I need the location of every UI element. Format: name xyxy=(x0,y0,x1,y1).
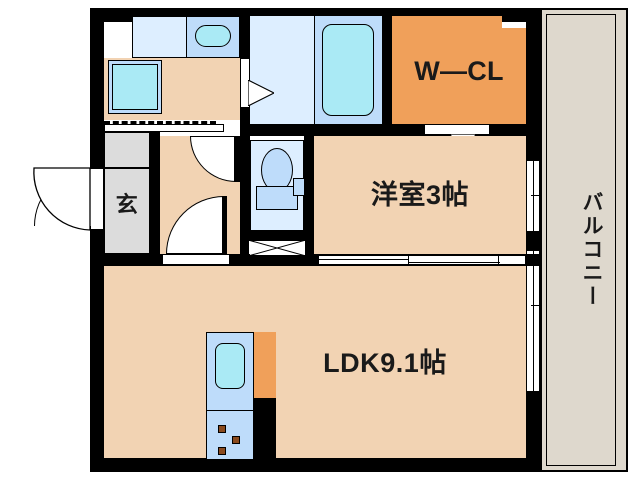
kitchen-counter-divider xyxy=(206,410,254,411)
bathroom-floor xyxy=(250,16,314,124)
toilet-vent-x-icon xyxy=(248,240,306,256)
wall-right-mid-pier xyxy=(526,232,540,250)
walk-in-closet-label: W—CL xyxy=(414,56,504,86)
wall-toilet-bottom xyxy=(240,230,310,240)
ldk-label: LDK9.1帖 xyxy=(323,348,447,378)
wall-right-lower xyxy=(526,392,540,472)
sliding-door-ldk-mullion xyxy=(533,250,534,392)
sliding-door-bedroom-mullion xyxy=(533,160,534,232)
genkan-shoe-box xyxy=(104,132,150,168)
entrance-door-arc-icon xyxy=(33,167,91,231)
stove-burner-1 xyxy=(218,425,226,433)
sliding-leaf-line-1 xyxy=(318,259,408,260)
bedroom-ldk-sliding-door[interactable] xyxy=(318,255,526,265)
ldk-floor xyxy=(104,266,526,458)
hall-ldk-door-opening[interactable] xyxy=(162,254,230,265)
wall-right-upper xyxy=(526,8,540,160)
sliding-leaf-line-2 xyxy=(408,262,500,263)
wall-bath-right xyxy=(382,8,392,136)
stove-burner-3 xyxy=(218,447,226,455)
washroom-partition-dashed xyxy=(104,121,216,124)
genkan-label: 玄 xyxy=(115,192,139,217)
sliding-leaf-stile-1 xyxy=(408,255,409,265)
bedroom-floor xyxy=(314,136,526,258)
wall-toilet-left xyxy=(240,136,250,258)
wall-bedroom-left xyxy=(304,128,314,258)
washroom-door-opening xyxy=(104,124,224,132)
bedroom-label: 洋室3帖 xyxy=(370,180,470,210)
wall-genkan-bottom xyxy=(104,254,162,266)
sliding-door-bedroom-rail xyxy=(531,195,540,196)
sliding-leaf-stile-2 xyxy=(498,255,499,265)
balcony-label: バルコニー xyxy=(580,191,603,309)
balcony-inner xyxy=(546,14,616,466)
wall-hall-left xyxy=(150,132,160,262)
kitchen-tall-unit xyxy=(254,332,276,398)
kitchen-wall-pier xyxy=(254,398,276,460)
wall-left xyxy=(90,8,104,472)
hall-door-leaf xyxy=(222,196,227,254)
toilet-bowl xyxy=(261,148,293,192)
vanity-sink-bowl xyxy=(195,25,231,47)
genkan-floor xyxy=(104,168,150,254)
toilet-tank xyxy=(256,186,298,210)
sliding-door-ldk-rail xyxy=(531,305,540,306)
washroom-door-leaf xyxy=(234,136,240,182)
kitchen-sink xyxy=(215,343,245,389)
walk-in-closet-notch xyxy=(392,28,526,124)
wall-bottom xyxy=(90,458,540,472)
washing-machine-drum xyxy=(112,64,158,110)
bathroom-door-swing-icon xyxy=(248,80,274,106)
bathtub xyxy=(322,24,374,116)
stove-burner-2 xyxy=(232,436,240,444)
toilet-flush-lever xyxy=(293,178,305,196)
